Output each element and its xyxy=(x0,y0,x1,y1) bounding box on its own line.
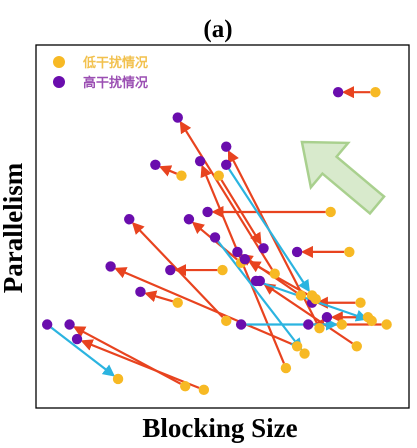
low-point-13 xyxy=(295,290,307,301)
low-point-5 xyxy=(314,322,325,334)
low-point-9 xyxy=(280,362,292,374)
low-point-2 xyxy=(325,206,336,218)
arrow-to-high-6 xyxy=(179,120,273,270)
legend-label-low: 低干扰情况 xyxy=(82,55,148,71)
arrow-to-low-0 xyxy=(228,168,310,293)
low-point-4 xyxy=(176,170,187,181)
high-point-10 xyxy=(291,246,303,258)
high-point-24 xyxy=(41,319,53,330)
low-point-24 xyxy=(112,373,124,385)
low-point-22 xyxy=(299,348,310,359)
low-point-1 xyxy=(213,170,224,181)
high-point-16 xyxy=(303,319,314,330)
high-point-25 xyxy=(235,319,247,330)
arrow-to-high-4 xyxy=(158,165,178,177)
high-point-6 xyxy=(172,112,183,123)
low-point-6 xyxy=(269,268,280,279)
high-point-2 xyxy=(202,206,213,218)
low-point-15 xyxy=(351,341,362,352)
legend: 低干扰情况 高干扰情况 xyxy=(53,55,148,91)
legend-marker-high xyxy=(53,76,65,88)
point-layer xyxy=(41,86,392,396)
high-point-8 xyxy=(124,214,135,225)
low-point-11 xyxy=(355,297,366,308)
low-point-20 xyxy=(198,384,210,396)
legend-label-high: 高干扰情况 xyxy=(83,75,148,91)
high-point-3 xyxy=(165,264,176,276)
low-point-17 xyxy=(291,341,303,352)
high-point-0 xyxy=(332,86,344,98)
arrow-to-high-15 xyxy=(262,283,354,345)
high-point-1 xyxy=(258,243,269,254)
arrow-layer xyxy=(50,86,382,389)
y-axis-label: Parallelism xyxy=(0,162,28,293)
x-axis-label: Blocking Size xyxy=(142,413,297,443)
high-point-13 xyxy=(232,246,243,258)
high-point-14 xyxy=(239,253,251,265)
high-point-20 xyxy=(71,333,83,345)
low-point-10 xyxy=(344,246,355,258)
high-point-7 xyxy=(183,214,195,225)
high-point-18 xyxy=(135,286,146,298)
chart-title: (a) xyxy=(203,16,232,43)
low-point-0 xyxy=(370,86,381,98)
high-point-19 xyxy=(64,319,75,330)
high-point-17 xyxy=(105,261,116,272)
high-point-5 xyxy=(221,141,232,152)
high-point-23 xyxy=(250,275,262,287)
arrow-to-high-20 xyxy=(80,339,200,389)
arrow-to-high-18 xyxy=(144,290,174,303)
high-point-4 xyxy=(150,159,161,170)
high-point-12 xyxy=(321,312,333,323)
plot-frame xyxy=(35,44,410,409)
low-point-23 xyxy=(366,315,377,327)
low-point-19 xyxy=(180,381,191,392)
low-point-16 xyxy=(381,319,392,330)
high-point-22 xyxy=(209,232,221,243)
arrow-to-high-17 xyxy=(114,267,293,346)
high-point-9 xyxy=(194,155,206,167)
low-point-21 xyxy=(306,290,318,301)
arrow-to-low-3 xyxy=(50,326,116,377)
low-point-3 xyxy=(217,264,228,276)
big-arrow-shape xyxy=(300,140,386,216)
low-point-18 xyxy=(172,297,183,308)
legend-marker-low xyxy=(53,56,65,68)
low-point-25 xyxy=(336,319,348,330)
arrow-to-low-1 xyxy=(217,240,303,351)
arrow-to-high-8 xyxy=(131,221,224,318)
low-point-8 xyxy=(221,315,232,327)
big-direction-arrow xyxy=(300,140,386,216)
high-point-21 xyxy=(221,159,232,170)
